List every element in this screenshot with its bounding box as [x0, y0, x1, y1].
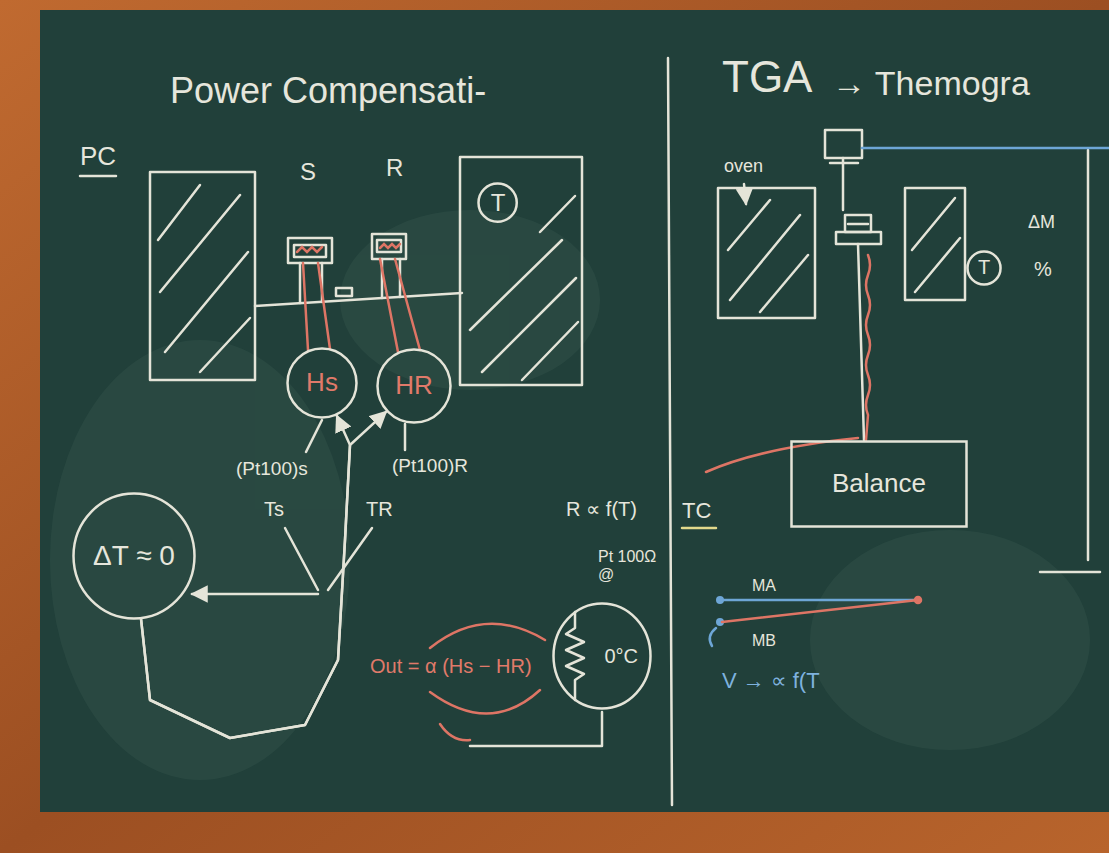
- node-border: [288, 349, 357, 418]
- chalk-label: V → ∝ f(T: [722, 668, 820, 693]
- chalk-label-box: R ∝ f(T): [566, 498, 637, 521]
- chalk-label: → Themogra: [832, 64, 1030, 102]
- node-border: [554, 604, 651, 709]
- node-text: Balance: [832, 469, 926, 499]
- chalk-label-box: R: [386, 154, 403, 182]
- heater-circle: Hs: [286, 347, 358, 419]
- chalk-label: %: [1034, 258, 1052, 280]
- chalk-label-box: MA: [752, 577, 776, 595]
- chalk-label-box: S: [300, 158, 316, 186]
- chalk-label-box: Power Compensati-: [170, 70, 486, 111]
- chalk-label: Pt 100Ω @: [598, 548, 656, 583]
- chalk-label-box: %: [1034, 258, 1052, 281]
- node-border: [792, 442, 967, 527]
- blue-chalk: [710, 148, 1109, 646]
- chalk-label: oven: [724, 156, 763, 176]
- node-text: ΔT ≈ 0: [93, 540, 175, 572]
- chalk-drawing: [80, 58, 1100, 805]
- temperature-circle: T: [477, 182, 518, 223]
- chalk-label: MB: [752, 632, 776, 649]
- temperature-circle: T: [966, 250, 1002, 286]
- node-border: [967, 251, 1000, 284]
- chalk-label-box: TC: [682, 498, 711, 523]
- node-text: 0°C: [604, 645, 638, 668]
- yellow-underline: [682, 527, 716, 530]
- chalk-label-box: → Themogra: [832, 64, 1030, 103]
- chalk-label: TGA: [722, 52, 812, 101]
- node-border: [479, 184, 517, 222]
- chalk-label-box: TR: [366, 498, 393, 521]
- red-chalk: [297, 244, 921, 740]
- heater-circle: HR: [376, 348, 452, 424]
- chalk-label-box: Out = α (Hs − HR): [370, 655, 532, 678]
- chalk-label: TC: [682, 498, 711, 523]
- chalk-label: TR: [366, 498, 393, 520]
- chalk-label-box: (Pt100)R: [392, 455, 468, 477]
- reference-circle: 0°C: [552, 602, 652, 710]
- node-text: T: [491, 189, 506, 217]
- chalkboard: [40, 10, 1109, 812]
- chalk-label: Power Compensati-: [170, 70, 486, 111]
- chalk-label: Ts: [264, 498, 284, 520]
- chalk-label: (Pt100)s: [236, 458, 308, 479]
- chalk-label: R ∝ f(T): [566, 498, 637, 520]
- chalk-label: S: [300, 158, 316, 185]
- chalk-label-box: ΔM: [1028, 212, 1055, 233]
- node-text: HR: [395, 371, 433, 401]
- node-text: T: [978, 256, 990, 279]
- chalk-label: MA: [752, 577, 776, 594]
- chalk-label-box: (Pt100)s: [236, 458, 308, 480]
- chalk-label-box: Ts: [264, 498, 284, 521]
- node-border: [378, 350, 451, 423]
- chalk-label: Out = α (Hs − HR): [370, 655, 532, 677]
- chalk-label: ΔM: [1028, 212, 1055, 232]
- delta-t-circle: ΔT ≈ 0: [72, 492, 196, 620]
- feedback-loop: [141, 416, 350, 738]
- chalk-label: R: [386, 154, 403, 181]
- node-border: [74, 494, 195, 619]
- chalk-smudges: [50, 210, 1090, 780]
- node-text: Hs: [306, 368, 338, 398]
- chalk-label-box: V → ∝ f(T: [722, 668, 820, 693]
- chalk-label-box: Pt 100Ω @: [598, 548, 662, 585]
- chalk-label: PC: [80, 141, 116, 171]
- balance-box: Balance: [790, 440, 968, 528]
- chalk-label-box: PC: [80, 142, 116, 172]
- chalk-label-box: oven: [724, 156, 763, 177]
- feedback-loop: [141, 412, 386, 738]
- chalk-label-box: MB: [752, 632, 776, 650]
- chalk-label-box: TGA: [722, 52, 812, 103]
- chalk-label: (Pt100)R: [392, 455, 468, 476]
